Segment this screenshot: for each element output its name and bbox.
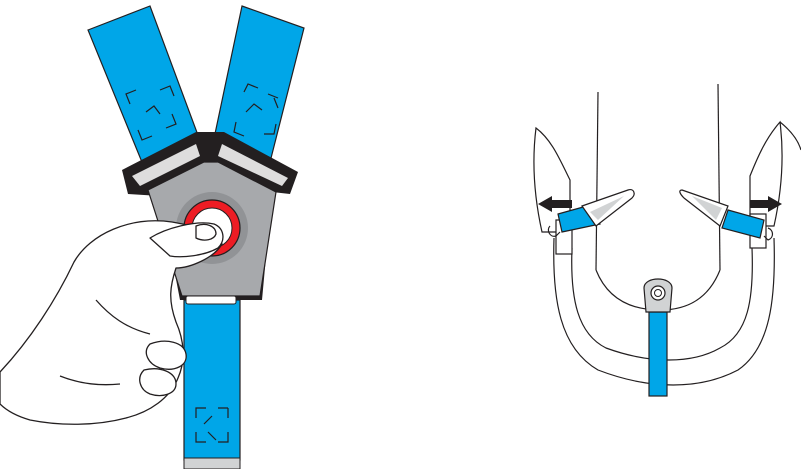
seat-bowl-outer <box>553 237 775 386</box>
left-tongue-shade <box>590 196 624 220</box>
arrow-right-icon <box>750 196 782 212</box>
finger-crease <box>59 299 151 386</box>
crotch-strap-icon <box>643 278 673 397</box>
buckle-bottom-slot <box>185 295 237 305</box>
seat-back-left-line <box>595 91 599 271</box>
right-tongue-shade <box>692 196 722 220</box>
right-tongue-strap <box>721 209 765 239</box>
left-harness-tongue-icon <box>547 189 635 237</box>
crotch-buckle-hole <box>650 285 666 301</box>
seat-crotch-strap <box>648 311 668 397</box>
right-strap-adjust-marks-icon <box>233 83 279 137</box>
right-harness-tongue-icon <box>679 189 774 241</box>
crotch-strap-end <box>183 457 241 469</box>
right-wing-edge <box>779 121 801 151</box>
finger-two <box>139 368 177 397</box>
left-side-wing <box>533 126 571 233</box>
crotch-strap <box>183 299 241 461</box>
hand-icon <box>0 220 224 425</box>
left-strap-adjust-marks-icon <box>125 85 177 141</box>
crotch-strap-icon <box>183 299 241 469</box>
thumbnail <box>195 223 217 241</box>
strap-adjust-marks-icon <box>195 407 229 443</box>
right-side-wing <box>749 120 783 227</box>
left-clip <box>547 225 561 237</box>
arrow-left-icon <box>538 196 572 212</box>
seat-harness-panel <box>533 83 801 397</box>
crotch-buckle-hole-inner <box>654 289 662 297</box>
seat-back-right-line <box>717 83 721 271</box>
buckle-tongue-slot-left <box>132 144 200 186</box>
buckle-tongue-slot-right <box>218 144 288 186</box>
right-clip <box>763 227 774 241</box>
buckle-release-panel <box>0 5 305 469</box>
seat-bowl-inner <box>571 247 753 361</box>
finger-one <box>145 340 187 370</box>
